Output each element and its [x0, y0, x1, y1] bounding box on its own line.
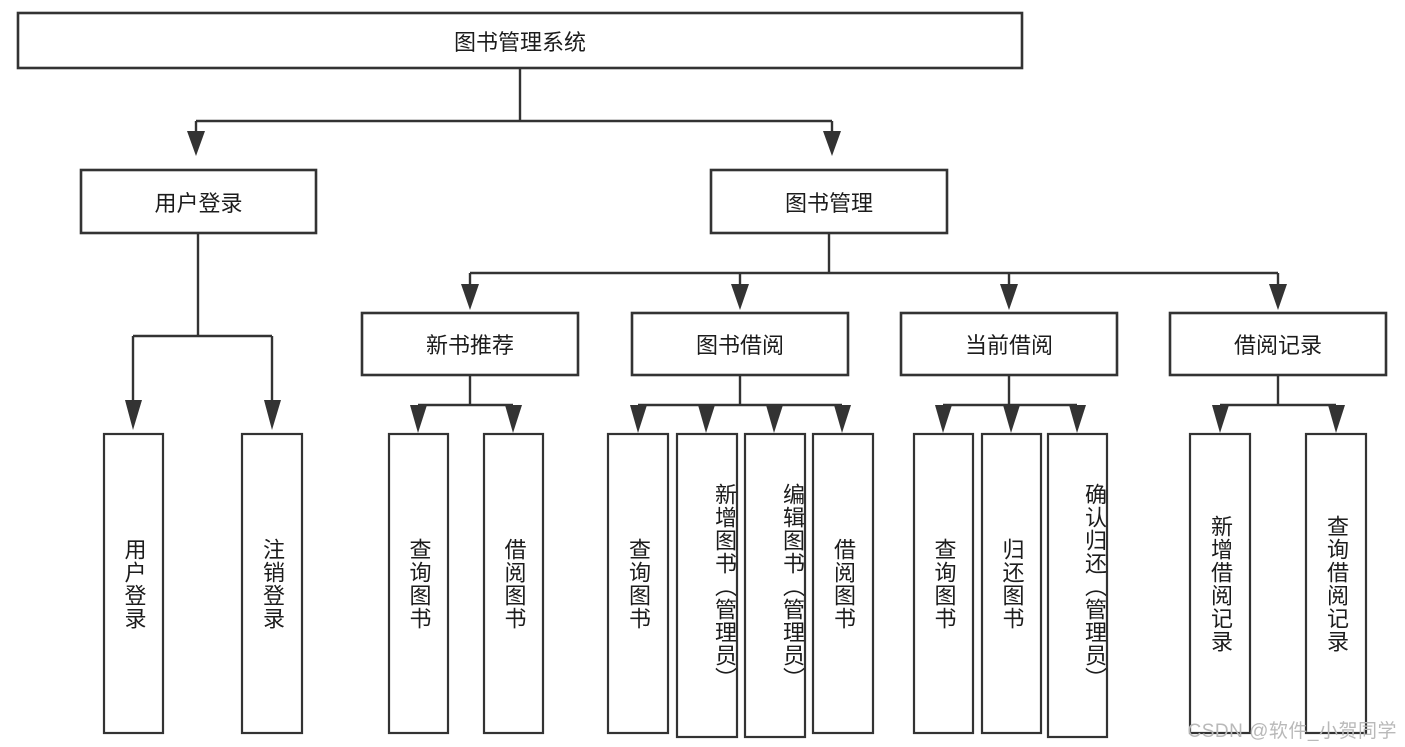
arrowhead-leaf-query-book-2: [630, 405, 647, 433]
node-box-leaf-confirm-return[interactable]: [1046, 432, 1109, 739]
node-box-book-manage[interactable]: [709, 168, 949, 235]
arrowhead-leaf-add-book: [698, 405, 715, 433]
node-box-book-borrow[interactable]: [630, 311, 850, 377]
arrowhead-leaf-user-login: [125, 400, 142, 430]
node-box-root[interactable]: [16, 11, 1024, 70]
node-box-leaf-borrow-book-1[interactable]: [482, 432, 545, 735]
node-box-borrow-record[interactable]: [1168, 311, 1388, 377]
edge-group-book-borrow: [630, 375, 851, 433]
node-box-leaf-add-record[interactable]: [1188, 432, 1252, 735]
arrowhead-leaf-return-book: [1003, 405, 1020, 433]
edge-group-current-borrow: [935, 375, 1086, 433]
node-box-leaf-edit-book[interactable]: [743, 432, 807, 739]
node-box-leaf-query-book-3[interactable]: [912, 432, 975, 735]
node-box-leaf-return-book[interactable]: [980, 432, 1043, 735]
arrowhead-leaf-confirm-return: [1069, 405, 1086, 433]
arrowhead-leaf-borrow-book-1: [505, 405, 522, 433]
node-box-leaf-logout[interactable]: [240, 432, 304, 735]
node-box-new-book-rec[interactable]: [360, 311, 580, 377]
node-box-leaf-query-book-2[interactable]: [606, 432, 670, 735]
edge-group-borrow-record: [1212, 375, 1345, 433]
node-box-leaf-query-record[interactable]: [1304, 432, 1368, 735]
arrowhead-leaf-add-record: [1212, 405, 1229, 433]
edge-group-user-login: [125, 233, 281, 430]
arrowhead-leaf-borrow-book-2: [834, 405, 851, 433]
edge-group-new-book-rec: [410, 375, 522, 433]
arrowhead-book-borrow: [731, 284, 749, 310]
arrowhead-book-manage: [823, 131, 841, 156]
arrowhead-borrow-record: [1269, 284, 1287, 310]
node-box-user-login[interactable]: [79, 168, 318, 235]
arrowhead-leaf-query-book-3: [935, 405, 952, 433]
edge-group-book-manage: [461, 233, 1287, 310]
csdn-watermark: CSDN @软件_小贺同学: [1187, 721, 1397, 742]
edge-group-root: [187, 68, 841, 156]
arrowhead-new-book-rec: [461, 284, 479, 310]
node-box-leaf-borrow-book-2[interactable]: [811, 432, 875, 735]
arrowhead-current-borrow: [1000, 284, 1018, 310]
node-box-leaf-query-book-1[interactable]: [387, 432, 450, 735]
arrowhead-leaf-logout: [264, 400, 281, 430]
arrowhead-leaf-edit-book: [766, 405, 783, 433]
node-box-current-borrow[interactable]: [899, 311, 1119, 377]
arrowhead-leaf-query-book-1: [410, 405, 427, 433]
node-box-leaf-user-login[interactable]: [102, 432, 165, 735]
arrowhead-leaf-query-record: [1328, 405, 1345, 433]
arrowhead-user-login: [187, 131, 205, 156]
node-box-leaf-add-book[interactable]: [675, 432, 739, 739]
